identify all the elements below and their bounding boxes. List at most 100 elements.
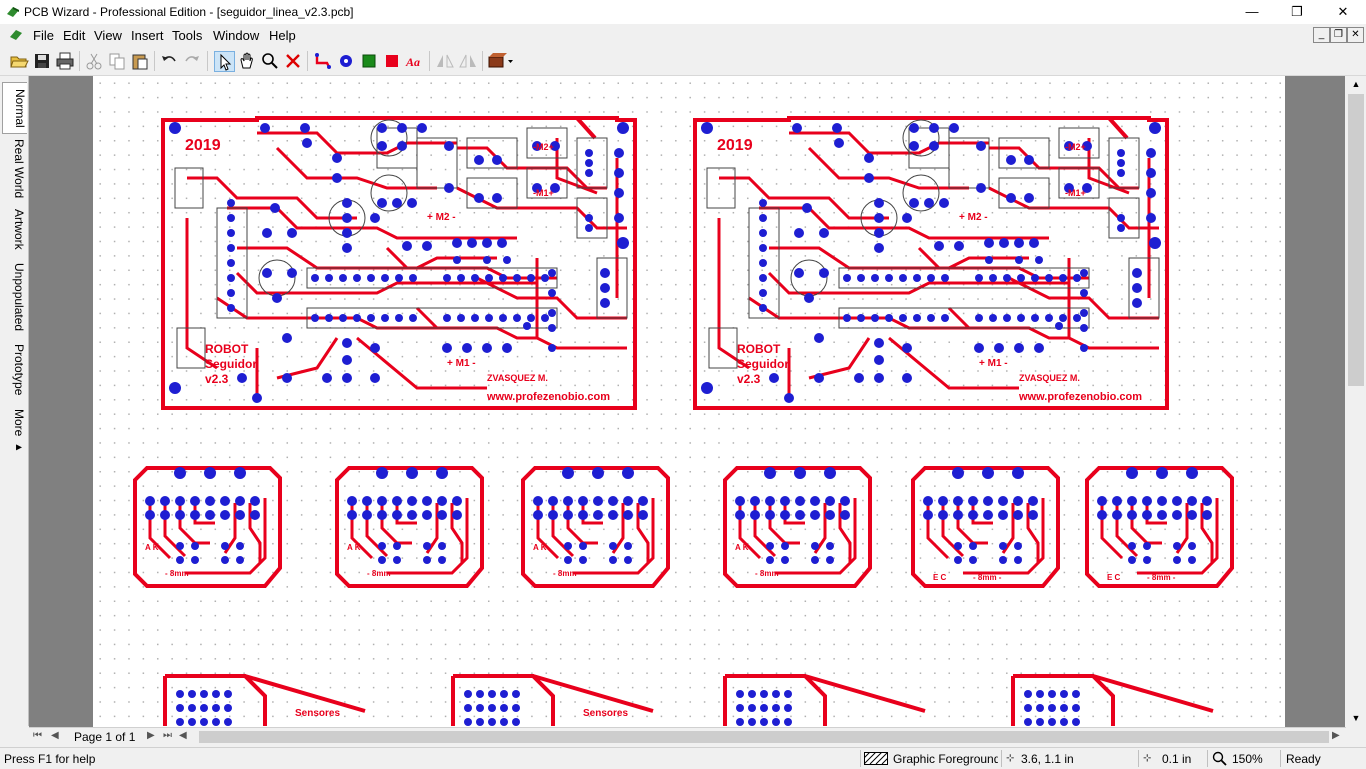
scroll-left-icon[interactable]: ◀ xyxy=(179,730,187,741)
select-icon[interactable] xyxy=(214,51,235,72)
sensor-board-6[interactable]: E C - 8mm - xyxy=(1085,465,1234,588)
robot-label: ROBOT xyxy=(737,342,781,356)
sensor-ec-label: E C xyxy=(1107,573,1121,582)
svg-text:Aa: Aa xyxy=(405,55,420,69)
sensors-label: Sensores xyxy=(295,708,340,719)
status-help: Press F1 for help xyxy=(4,752,96,766)
minimize-button[interactable]: — xyxy=(1245,4,1259,19)
status-coords: 3.6, 1.1 in xyxy=(1021,752,1074,766)
main-board-2[interactable]: 2019 + M2 - + M1 - -M2+ -M1+ ZVASQUEZ M.… xyxy=(693,116,1169,410)
sensor-ec-label: E C xyxy=(933,573,947,582)
tab-more[interactable]: More ▸ xyxy=(12,409,26,454)
tab-prototype[interactable]: Prototype xyxy=(12,344,26,396)
menu-edit[interactable]: Edit xyxy=(63,28,86,43)
menu-view[interactable]: View xyxy=(94,28,122,43)
pcb-layout[interactable]: 2019 + M2 - + M1 - -M2+ -M1+ ZVASQUEZ M.… xyxy=(93,76,1285,727)
next-page-icon[interactable]: ▶ xyxy=(147,730,155,741)
rev-motor-label: -M2+ xyxy=(1065,142,1086,152)
rev-motor1-label: -M1+ xyxy=(533,188,554,198)
mdi-minimize-button[interactable]: _ xyxy=(1313,27,1330,43)
tab-unpopulated[interactable]: Unpopulated xyxy=(12,263,26,332)
layer-pattern-icon xyxy=(864,752,888,765)
sensor-mm-label: - 8mm - xyxy=(973,573,1002,582)
redo-icon[interactable] xyxy=(182,51,202,71)
sensor-strip-3[interactable] xyxy=(723,674,927,727)
tab-real-world[interactable]: Real World xyxy=(12,138,26,199)
paste-icon[interactable] xyxy=(130,51,150,71)
tab-artwork[interactable]: Artwork xyxy=(12,208,26,250)
prev-page-icon[interactable]: ◀ xyxy=(51,730,59,741)
mdi-close-button[interactable]: ✕ xyxy=(1347,27,1364,43)
sensor-board-3[interactable]: - 8mm - A K xyxy=(521,465,670,588)
first-page-icon[interactable]: ⏮ xyxy=(33,730,42,741)
grid-size-icon: ⊹ xyxy=(1143,753,1152,764)
sensor-strip-4[interactable] xyxy=(1011,674,1215,727)
sensor-strip-2[interactable]: Sensores xyxy=(451,674,655,727)
sensor-mm-label: - 8mm - xyxy=(165,569,194,578)
close-window-button[interactable]: ✕ xyxy=(1337,4,1349,19)
window-title: PCB Wizard - Professional Edition - [seg… xyxy=(24,5,354,19)
sensor-board-1[interactable]: - 8mm - A K xyxy=(133,465,282,588)
pan-icon[interactable] xyxy=(237,51,257,71)
menu-file[interactable]: File xyxy=(33,28,54,43)
menu-window[interactable]: Window xyxy=(213,28,260,43)
undo-icon[interactable] xyxy=(159,51,179,71)
author-label: ZVASQUEZ M. xyxy=(1019,373,1080,383)
toolbar-separator xyxy=(79,51,80,71)
sensor-ak-label: A K xyxy=(347,543,361,552)
sensor-ak-label: A K xyxy=(533,543,547,552)
last-page-icon[interactable]: ⏭ xyxy=(163,730,172,741)
scroll-up-icon[interactable]: ▲ xyxy=(1351,79,1361,89)
maximize-button[interactable]: ❐ xyxy=(1291,4,1303,19)
sensor-board-2[interactable]: - 8mm - A K xyxy=(335,465,484,588)
view-tabs: Normal Real World Artwork Unpopulated Pr… xyxy=(0,76,29,726)
copy-icon[interactable] xyxy=(107,51,127,71)
seguidor-label: Seguidor xyxy=(205,357,257,371)
menu-insert[interactable]: Insert xyxy=(131,28,164,43)
page-indicator: Page 1 of 1 xyxy=(74,730,136,744)
sensor-strip-1[interactable]: Sensores xyxy=(163,674,367,727)
document-icon[interactable] xyxy=(8,27,24,43)
cut-icon[interactable] xyxy=(84,51,104,71)
package-icon[interactable] xyxy=(487,51,515,71)
toolbar-separator xyxy=(429,51,430,71)
mirror-icon[interactable] xyxy=(458,51,478,71)
zoom-icon[interactable] xyxy=(260,51,280,71)
sensor-mm-label: - 8mm - xyxy=(755,569,784,578)
workspace: 2019 + M2 - + M1 - -M2+ -M1+ ZVASQUEZ M.… xyxy=(29,76,1345,727)
scroll-right-icon[interactable]: ▶ xyxy=(1332,730,1340,741)
status-grid: 0.1 in xyxy=(1162,752,1192,766)
sensor-board-5[interactable]: E C - 8mm - xyxy=(911,465,1060,588)
robot-label: ROBOT xyxy=(205,342,249,356)
component-icon[interactable] xyxy=(382,51,402,71)
flip-icon[interactable] xyxy=(435,51,455,71)
motor2-label: + M2 - xyxy=(959,212,988,223)
sensor-mm-label: - 8mm - xyxy=(367,569,396,578)
menu-help[interactable]: Help xyxy=(269,28,296,43)
mdi-restore-button[interactable]: ❐ xyxy=(1330,27,1347,43)
status-bar: Press F1 for help Graphic Foreground ⊹ 3… xyxy=(0,747,1366,769)
app-icon xyxy=(7,7,19,17)
vertical-scrollbar[interactable]: ▲ ▼ xyxy=(1346,76,1366,727)
pad-icon[interactable] xyxy=(336,51,356,71)
open-icon[interactable] xyxy=(9,51,29,71)
delete-icon[interactable] xyxy=(283,51,303,71)
copper-area-icon[interactable] xyxy=(359,51,379,71)
tab-normal[interactable]: Normal xyxy=(2,82,27,134)
main-board-1[interactable]: 2019 + M2 - + M1 - -M2+ -M1+ ZVASQUEZ M.… xyxy=(161,116,637,410)
menu-tools[interactable]: Tools xyxy=(172,28,203,43)
save-icon[interactable] xyxy=(32,51,52,71)
status-separator xyxy=(1280,750,1281,767)
motor1-label: + M1 - xyxy=(979,358,1008,369)
vertical-scroll-thumb[interactable] xyxy=(1348,94,1364,386)
track-icon[interactable] xyxy=(313,51,333,71)
status-separator xyxy=(1001,750,1002,767)
sensor-board-4[interactable]: - 8mm - A K xyxy=(723,465,872,588)
status-separator xyxy=(860,750,861,767)
horizontal-scroll-thumb[interactable] xyxy=(199,731,1329,743)
text-icon[interactable]: Aa xyxy=(405,51,425,71)
scroll-down-icon[interactable]: ▼ xyxy=(1351,713,1361,723)
pcb-page[interactable]: 2019 + M2 - + M1 - -M2+ -M1+ ZVASQUEZ M.… xyxy=(93,76,1285,727)
print-icon[interactable] xyxy=(55,51,75,71)
version-label: v2.3 xyxy=(205,372,229,386)
